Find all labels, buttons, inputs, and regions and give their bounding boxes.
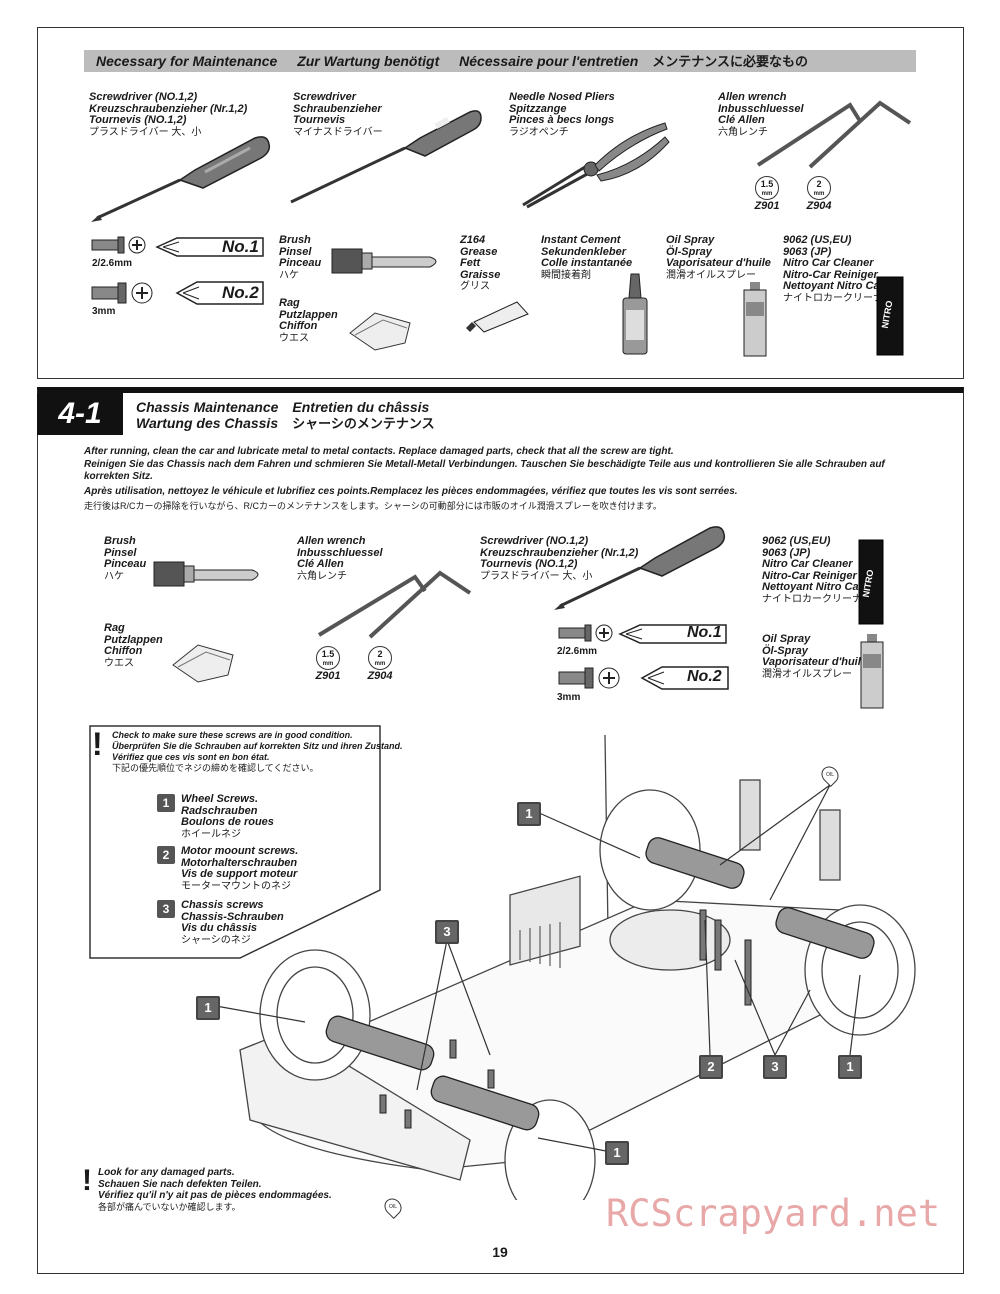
- title-fr: Entretien du châssis: [292, 399, 430, 415]
- grease-tube-icon: [466, 301, 529, 333]
- cleaner-label-top: 9062 (US,EU) 9063 (JP) Nitro Car Cleaner…: [783, 234, 893, 304]
- svg-text:NITRO: NITRO: [880, 300, 895, 329]
- callout-3-center: 3: [435, 920, 459, 944]
- banner-fr: Nécessaire pour l'entretien: [459, 53, 639, 69]
- banner-en: Necessary for Maintenance: [96, 53, 278, 69]
- rag-label-step: Rag Putzlappen Chiffon ウエス: [104, 622, 163, 669]
- brush-label-top: Brush Pinsel Pinceau ハケ: [279, 234, 322, 281]
- rag-icon: [349, 312, 411, 351]
- tools-banner: Necessary for Maintenance Zur Wartung be…: [84, 50, 916, 72]
- chassis-diagram: [239, 734, 916, 1200]
- maintenance-tools-panel: [37, 27, 964, 379]
- banner-de: Zur Wartung benötigt: [297, 53, 440, 69]
- rag-icon: [172, 644, 234, 683]
- step-panel: [37, 387, 964, 1274]
- check-box-outline: [89, 725, 381, 959]
- instant-cement-bottle-icon: [622, 273, 648, 355]
- callout-1-right: 1: [838, 1055, 862, 1079]
- screwdriver-tip-no2-icon: [640, 666, 729, 690]
- screw-no2-size-step: 3mm: [557, 692, 581, 703]
- allen-wrench-label: Allen wrench Inbusschluessel Clé Allen 六…: [718, 91, 804, 138]
- check-box-header: Check to make sure these screws are in g…: [112, 730, 403, 773]
- screw-no2-icon: [558, 667, 620, 689]
- oil-label-step: Oil Spray Öl-Spray Vaporisateur d'huile …: [762, 633, 867, 680]
- pliers-label: Needle Nosed Pliers Spitzzange Pinces à …: [509, 91, 615, 138]
- instructions: After running, clean the car and lubrica…: [84, 446, 885, 511]
- screw-no1-icon: [91, 236, 146, 254]
- watermark: RCScrapyard.net: [606, 1192, 941, 1235]
- damage-note: Look for any damaged parts. Schauen Sie …: [98, 1167, 332, 1212]
- oil-spray-can-icon: [743, 282, 767, 357]
- brush-icon: [331, 248, 437, 274]
- exclamation-icon: !: [82, 1164, 92, 1197]
- screw-no1-icon: [558, 624, 613, 642]
- screwdriver-flat-label: Screwdriver Schraubenzieher Tournevis マイ…: [293, 91, 383, 138]
- brush-icon: [153, 561, 259, 587]
- phillips-screwdriver-icon: [91, 136, 271, 222]
- screw-no1-size: 2/2.6mm: [92, 258, 133, 269]
- nitro-cleaner-can-icon: NITRO: [858, 539, 884, 625]
- needle-nose-pliers-icon: [522, 122, 670, 209]
- screw-no2-label-step: No.2: [687, 668, 722, 685]
- screwdriver-tip-no1-icon: [618, 624, 727, 644]
- title-jp: シャーシのメンテナンス: [292, 416, 435, 431]
- screw-no1-label-step: No.1: [687, 624, 722, 641]
- flat-screwdriver-icon: [290, 110, 482, 204]
- callout-1-left: 1: [196, 996, 220, 1020]
- page-number: 19: [492, 1244, 508, 1260]
- brush-label-step: Brush Pinsel Pinceau ハケ: [104, 535, 147, 582]
- screwdriver-phillips-label: Screwdriver (NO.1,2) Kreuzschraubenziehe…: [89, 91, 248, 138]
- callout-3-right: 3: [763, 1055, 787, 1079]
- svg-text:NITRO: NITRO: [861, 569, 876, 598]
- title-en: Chassis Maintenance: [136, 399, 279, 415]
- oil-spray-can-icon: [860, 634, 884, 709]
- screwdriver-label-step: Screwdriver (NO.1,2) Kreuzschraubenziehe…: [480, 535, 639, 582]
- allen-wrench-icon: [317, 570, 472, 639]
- nitro-cleaner-can-icon: NITRO: [876, 276, 904, 356]
- cement-label: Instant Cement Sekundenkleber Colle inst…: [541, 234, 633, 281]
- callout-2: 2: [699, 1055, 723, 1079]
- exclamation-icon: !: [92, 726, 103, 762]
- screw-no2-size: 3mm: [92, 306, 116, 317]
- screw-no1-size-step: 2/2.6mm: [557, 646, 598, 657]
- allen-wrench-icon: [756, 100, 912, 169]
- callout-1-bottom: 1: [605, 1141, 629, 1165]
- oil-label-top: Oil Spray Öl-Spray Vaporisateur d'huile …: [666, 234, 771, 281]
- grease-label: Z164 Grease Fett Graisse グリス: [460, 234, 501, 292]
- screw-no1-label: No.1: [222, 237, 259, 256]
- screw-no2-label: No.2: [222, 283, 259, 302]
- banner-jp: メンテナンスに必要なもの: [652, 54, 808, 69]
- screwdriver-tip-no1-icon: [155, 237, 264, 257]
- rag-label-top: Rag Putzlappen Chiffon ウエス: [279, 297, 338, 344]
- screwdriver-tip-no2-icon: [175, 281, 264, 305]
- callout-1-top: 1: [517, 802, 541, 826]
- allen-label-step: Allen wrench Inbusschluessel Clé Allen 六…: [297, 535, 383, 582]
- screw-no2-icon: [91, 282, 153, 304]
- title-de: Wartung des Chassis: [136, 415, 279, 431]
- cleaner-label-step: 9062 (US,EU) 9063 (JP) Nitro Car Cleaner…: [762, 535, 872, 605]
- phillips-screwdriver-icon: [554, 526, 726, 610]
- step-number-badge: 4-1: [37, 393, 123, 435]
